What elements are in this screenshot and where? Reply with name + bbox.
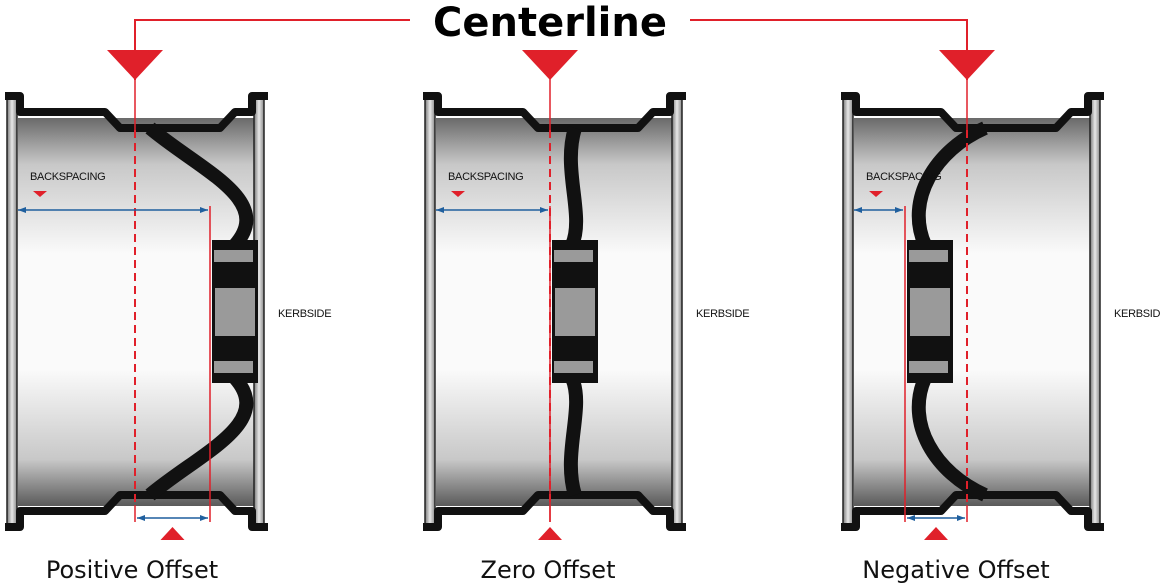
wheel-1: BACKSPACING KERBSIDE Positive Offset [5,50,332,584]
outer-rim-lip [1089,97,1101,527]
center-bore [910,288,950,336]
rim-top-profile [5,92,268,132]
centerline-marker-icon [107,50,163,80]
centerline-marker-icon [522,50,578,80]
wheel-barrel [854,118,1092,506]
offset-type-label: Negative Offset [862,556,1049,584]
center-bore [555,288,595,336]
offset-marker-icon [924,527,948,540]
lug-hole-top [554,250,593,262]
backspacing-marker-icon [33,191,47,197]
center-bore [215,288,255,336]
centerline-marker-icon [939,50,995,80]
offset-marker-icon [160,527,185,540]
kerbside-label: KERBSIDE [278,308,331,320]
inner-rim-lip [6,97,18,527]
lug-hole-bottom [909,361,948,373]
backspacing-label: BACKSPACING [30,171,105,183]
rim-top-profile [423,92,686,132]
wheel-2: BACKSPACING KERBSIDE Zero Offset [423,50,750,584]
offset-type-label: Zero Offset [481,556,616,584]
outer-rim-lip [671,97,683,527]
lug-hole-bottom [554,361,593,373]
lug-hole-bottom [214,361,253,373]
wheel-3: BACKSPACING KERBSIDE Negative Offset [841,50,1160,584]
backspacing-label: BACKSPACING [866,171,941,183]
kerbside-label: KERBSIDE [1114,308,1160,320]
lug-hole-top [909,250,948,262]
wheel-disk-top [563,125,584,248]
backspacing-marker-icon [451,191,465,197]
arrowhead-icon [137,515,208,521]
rim-top-profile [841,92,1104,132]
lug-hole-top [214,250,253,262]
backspacing-marker-icon [869,191,883,197]
offset-type-label: Positive Offset [46,556,218,584]
rim-bottom-profile [841,491,1104,531]
inner-rim-lip [424,97,436,527]
wheel-disk-top [145,122,254,250]
offset-marker-icon [538,527,562,540]
wheel-disk-top [911,121,988,248]
rim-bottom-profile [423,491,686,531]
backspacing-label: BACKSPACING [448,171,523,183]
wheel-disk-bottom [145,373,254,501]
wheel-disk-bottom [911,375,988,502]
wheel-disk-bottom [563,375,584,498]
inner-rim-lip [842,97,854,527]
rim-bottom-profile [5,491,268,531]
centerline-title: Centerline [433,0,667,46]
kerbside-label: KERBSIDE [696,308,749,320]
